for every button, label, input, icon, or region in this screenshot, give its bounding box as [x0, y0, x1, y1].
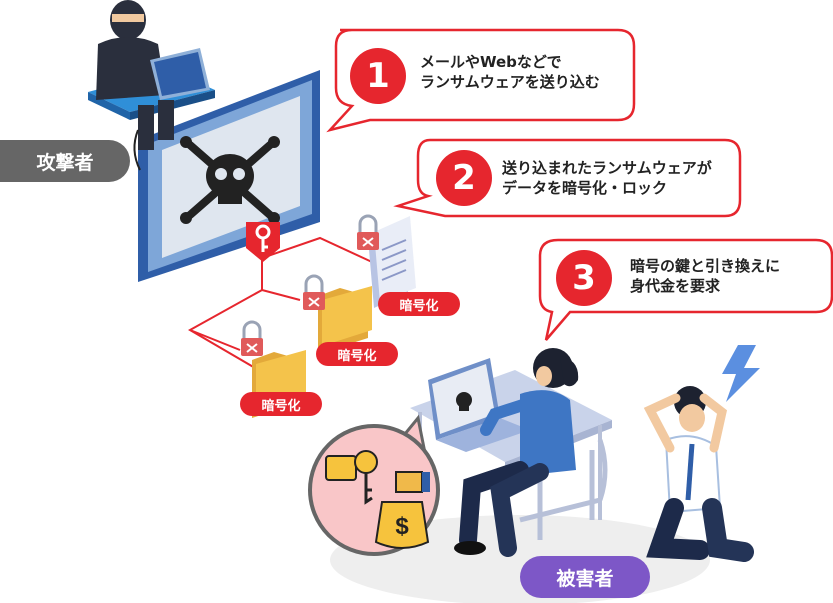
key-icon [325, 450, 378, 505]
step-3-number: 3 [556, 250, 612, 306]
folder-icon [318, 286, 372, 354]
money-bag-icon: $ [374, 471, 430, 549]
step-1-number: 1 [350, 48, 406, 104]
kneeling-victim-figure [643, 386, 754, 562]
encrypted-tag: 暗号化 [240, 392, 322, 416]
step-2-line-1: 送り込まれたランサムウェアが [502, 159, 712, 177]
step-3-line-2: 身代金を要求 [630, 277, 721, 295]
attacker-label: 攻撃者 [0, 140, 130, 182]
encrypted-tag: 暗号化 [378, 292, 460, 316]
step-3-text: 暗号の鍵と引き換えに 身代金を要求 [630, 256, 780, 296]
step-2-line-2: データを暗号化・ロック [502, 179, 668, 197]
step-2-number: 2 [436, 150, 492, 206]
victim-label-text: 被害者 [556, 567, 614, 590]
speech-bubble-3 [538, 238, 833, 341]
attacker-figure [88, 0, 215, 171]
padlock-icon [357, 214, 379, 250]
skull-crossbones-icon [180, 136, 280, 224]
lightning-icon [722, 345, 760, 402]
key-icon [246, 222, 280, 262]
padlock-icon [303, 274, 325, 310]
step-1-line-2: ランサムウェアを送り込む [420, 73, 600, 91]
padlock-icon [241, 320, 263, 356]
encrypted-tag: 暗号化 [316, 342, 398, 366]
victim-label: 被害者 [520, 556, 650, 598]
step-2-text: 送り込まれたランサムウェアが データを暗号化・ロック [502, 158, 712, 198]
step-3-line-1: 暗号の鍵と引き換えに [630, 257, 781, 275]
step-1-text: メールやWebなどで ランサムウェアを送り込む [420, 52, 600, 92]
step-1-line-1: メールやWebなどで [420, 53, 562, 71]
attacker-label-text: 攻撃者 [36, 151, 94, 174]
seated-victim-figure [454, 348, 579, 557]
speech-bubble-1 [326, 28, 636, 133]
network-lines [187, 236, 373, 373]
svg-text:$: $ [395, 513, 409, 540]
